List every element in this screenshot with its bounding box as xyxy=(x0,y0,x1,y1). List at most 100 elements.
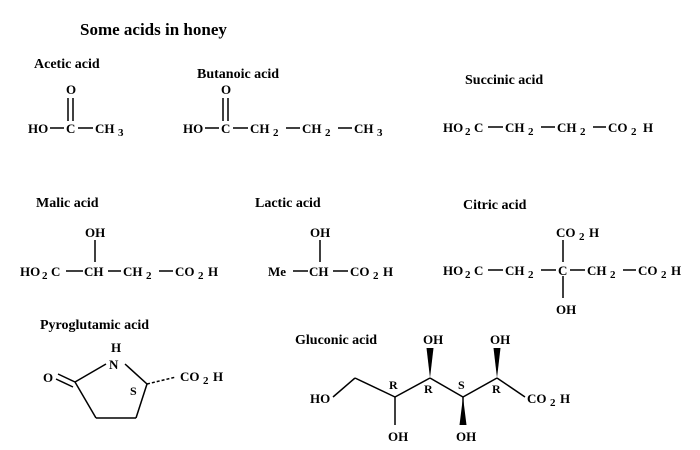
subscript: 2 xyxy=(198,270,204,282)
subscript: 2 xyxy=(631,126,637,138)
bond xyxy=(394,377,431,398)
atom-ho2c: HO xyxy=(20,264,40,279)
bond xyxy=(429,377,464,398)
atom-ho2c: HO xyxy=(443,120,463,135)
atom-ho: HO xyxy=(310,391,330,406)
atom-oh: OH xyxy=(310,225,330,240)
atom-co2h: CO xyxy=(527,391,547,406)
structure-acetic-acid xyxy=(50,98,93,129)
subscript: 2 xyxy=(579,231,585,243)
atom-c: C xyxy=(221,121,230,136)
atom-ch3: CH xyxy=(95,121,115,136)
subscript: 2 xyxy=(610,269,616,281)
bond xyxy=(74,381,97,419)
subscript: 3 xyxy=(377,127,383,139)
atom-ch2: CH xyxy=(505,120,525,135)
atom-h: H xyxy=(213,369,223,384)
subscript: 2 xyxy=(42,270,48,282)
structure-malic-acid xyxy=(66,240,173,272)
atom-c: C xyxy=(558,263,567,278)
stereo-label-s: S xyxy=(130,384,137,398)
atom-o: O xyxy=(66,82,76,97)
atom-h: H xyxy=(671,263,681,278)
atom-co2h: CO xyxy=(638,263,658,278)
atom-ch2: CH xyxy=(123,264,143,279)
subscript: 2 xyxy=(203,375,209,387)
atom-oh: OH xyxy=(85,225,105,240)
atom-ho: HO xyxy=(28,121,48,136)
bond-wedge xyxy=(493,348,501,378)
label-malic-acid: Malic acid xyxy=(36,196,99,211)
subscript: 2 xyxy=(580,126,586,138)
bond xyxy=(135,383,148,419)
bond xyxy=(55,378,74,388)
subscript: 2 xyxy=(146,270,152,282)
subscript: 3 xyxy=(118,127,124,139)
atom-oh: OH xyxy=(388,429,408,444)
bond xyxy=(496,377,526,398)
subscript: 2 xyxy=(325,127,331,139)
subscript: 2 xyxy=(273,127,279,139)
atom-oh: OH xyxy=(490,332,510,347)
label-citric-acid: Citric acid xyxy=(463,198,527,213)
atom-c: C xyxy=(474,120,483,135)
bond-hashed xyxy=(146,376,177,385)
atom-n: N xyxy=(109,357,119,372)
structure-lactic-acid xyxy=(293,240,348,272)
atom-c: C xyxy=(51,264,60,279)
atom-co2h: CO xyxy=(175,264,195,279)
atom-co2h: CO xyxy=(180,369,200,384)
label-succinic-acid: Succinic acid xyxy=(465,73,544,88)
label-gluconic-acid: Gluconic acid xyxy=(295,333,378,348)
atom-oh: OH xyxy=(423,332,443,347)
wedge-bonds xyxy=(426,348,501,425)
bond xyxy=(332,377,356,398)
atom-me: Me xyxy=(268,264,286,279)
atom-co2h: CO xyxy=(608,120,628,135)
atom-o: O xyxy=(221,82,231,97)
atom-h: H xyxy=(589,225,599,240)
atom-ho2c: HO xyxy=(443,263,463,278)
subscript: 2 xyxy=(528,126,534,138)
label-lactic-acid: Lactic acid xyxy=(255,196,321,211)
subscript: 2 xyxy=(661,269,667,281)
stereo-label-r: R xyxy=(389,378,398,392)
bond xyxy=(124,363,148,385)
atom-h: H xyxy=(383,264,393,279)
subscript: 2 xyxy=(528,269,534,281)
atom-c: C xyxy=(66,121,75,136)
bond xyxy=(74,363,107,383)
atom-h: H xyxy=(111,340,121,355)
structure-gluconic-acid xyxy=(332,377,526,425)
page-title: Some acids in honey xyxy=(80,20,227,39)
bond-wedge xyxy=(459,397,467,425)
atom-co2h: CO xyxy=(556,225,576,240)
atom-ch: CH xyxy=(309,264,329,279)
atom-ch2: CH xyxy=(557,120,577,135)
structure-citric-acid xyxy=(488,240,636,298)
atom-co2h: CO xyxy=(350,264,370,279)
label-acetic-acid: Acetic acid xyxy=(34,57,100,72)
atom-oh: OH xyxy=(556,302,576,317)
atom-oh: OH xyxy=(456,429,476,444)
atom-c: C xyxy=(474,263,483,278)
label-butanoic-acid: Butanoic acid xyxy=(197,67,280,82)
subscript: 2 xyxy=(373,270,379,282)
stereo-label-r: R xyxy=(424,382,433,396)
subscript: 2 xyxy=(465,269,471,281)
atom-ch2: CH xyxy=(302,121,322,136)
subscript: 2 xyxy=(465,126,471,138)
atom-h: H xyxy=(643,120,653,135)
atom-ho: HO xyxy=(183,121,203,136)
atom-ch: CH xyxy=(84,264,104,279)
structure-pyroglutamic-acid xyxy=(55,363,177,419)
stereo-label-s: S xyxy=(458,378,465,392)
structure-butanoic-acid xyxy=(205,98,352,129)
bond xyxy=(354,377,396,398)
atom-ch3: CH xyxy=(354,121,374,136)
label-pyroglutamic-acid: Pyroglutamic acid xyxy=(40,318,150,333)
subscript: 2 xyxy=(550,397,556,409)
bond-wedge xyxy=(426,348,434,378)
